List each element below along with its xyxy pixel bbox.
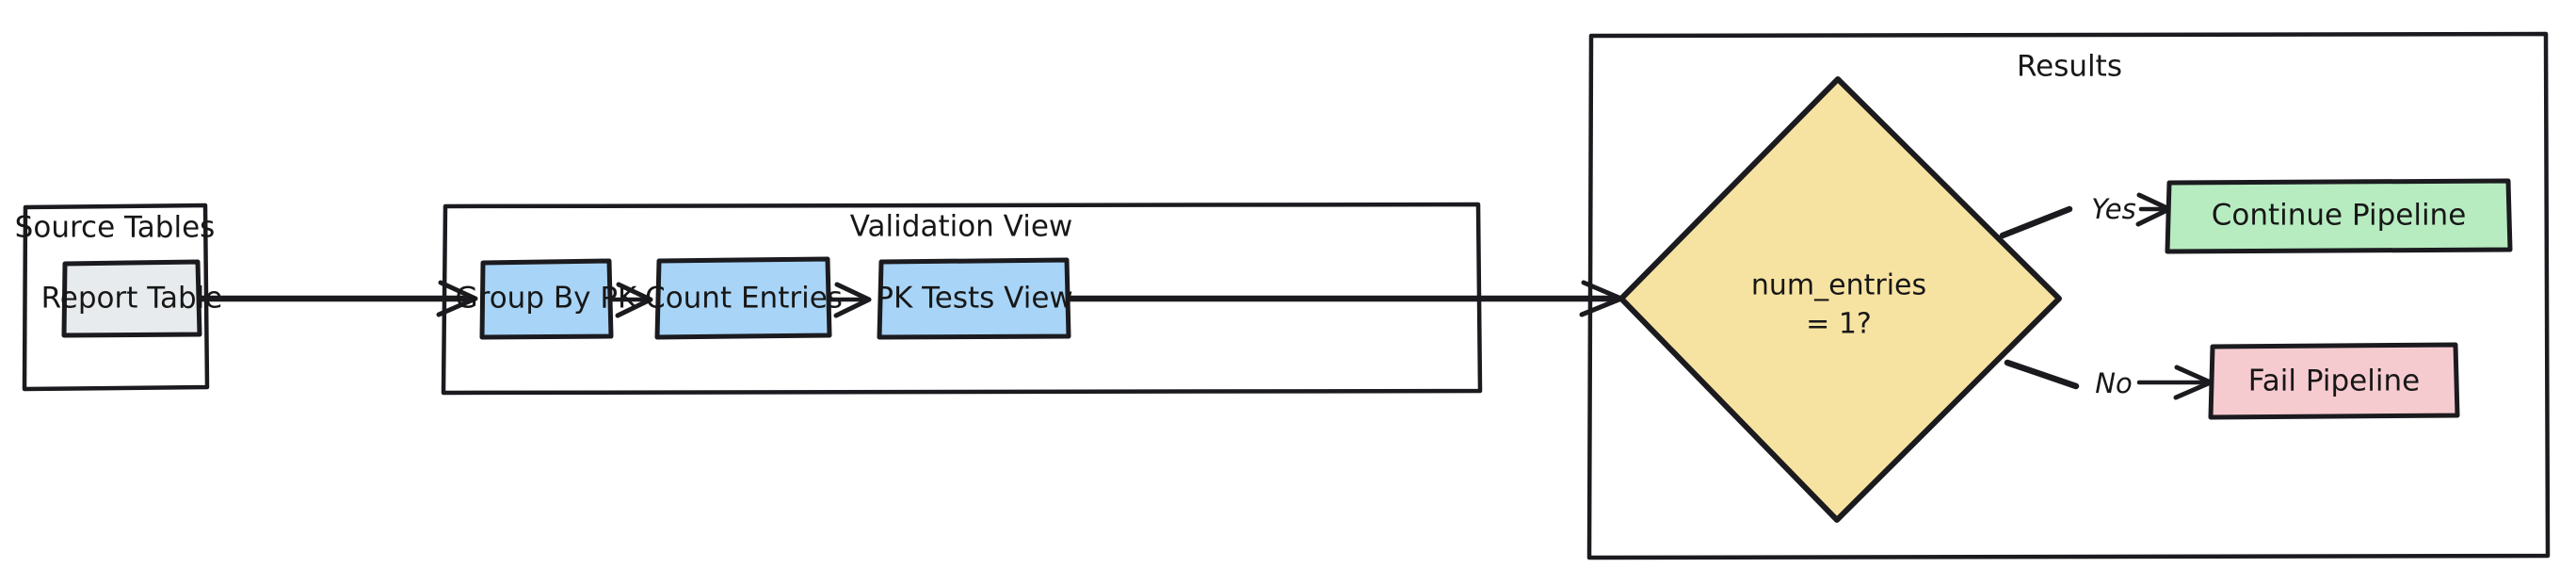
edge-count-entries-to-pk-tests-view bbox=[828, 282, 872, 318]
node-decision-label-line2: = 1? bbox=[1806, 308, 1872, 341]
arrowhead-icon bbox=[833, 282, 872, 318]
edge-group-by-pk-to-count-entries bbox=[609, 282, 653, 318]
node-pk-tests-view-label: PK Tests View bbox=[876, 282, 1073, 316]
edge-decision-to-continue-pipeline: Yes bbox=[1999, 192, 2172, 239]
node-report-table-shape[interactable] bbox=[61, 259, 202, 338]
node-pk-tests-view-shape[interactable] bbox=[877, 257, 1071, 340]
no-edge-label: No bbox=[2095, 367, 2132, 399]
node-decision-diamond[interactable] bbox=[1618, 76, 2062, 523]
arrowhead-icon bbox=[615, 282, 653, 318]
node-group-by-pk-label: Group By PK bbox=[456, 282, 637, 316]
group-validation-view: Validation View Group By PK Count Entrie… bbox=[441, 202, 1483, 396]
results-frame bbox=[1586, 31, 2551, 560]
no-edge-line bbox=[2004, 359, 2080, 390]
node-count-entries-shape[interactable] bbox=[654, 256, 832, 340]
node-continue-pipeline-shape[interactable] bbox=[2165, 178, 2513, 254]
yes-edge-label: Yes bbox=[2091, 193, 2135, 225]
edge-pk-tests-view-to-decision bbox=[1066, 280, 1624, 317]
node-decision-label-line1: num_entries bbox=[1751, 269, 1926, 302]
edge-decision-to-fail-pipeline: No bbox=[2004, 359, 2214, 400]
yes-edge-line bbox=[1999, 205, 2073, 239]
node-fail-pipeline-label: Fail Pipeline bbox=[2248, 365, 2420, 398]
group-source-tables: Source Tables Report Table bbox=[15, 203, 223, 392]
node-count-entries-label: Count Entries bbox=[645, 282, 843, 316]
results-title: Results bbox=[2017, 50, 2122, 84]
node-continue-pipeline-label: Continue Pipeline bbox=[2212, 199, 2467, 233]
validation-view-title: Validation View bbox=[850, 210, 1073, 244]
source-tables-title: Source Tables bbox=[15, 211, 216, 245]
node-fail-pipeline-shape[interactable] bbox=[2208, 342, 2460, 420]
node-group-by-pk-shape[interactable] bbox=[479, 258, 614, 340]
group-results: Results num_entries = 1? Yes Continue Pi… bbox=[1586, 31, 2551, 560]
node-report-table-label: Report Table bbox=[41, 282, 223, 316]
edge-report-table-to-group-by-pk bbox=[197, 280, 478, 317]
validation-view-frame bbox=[441, 202, 1483, 396]
arrowhead-icon bbox=[436, 280, 478, 317]
source-tables-frame bbox=[22, 203, 210, 392]
